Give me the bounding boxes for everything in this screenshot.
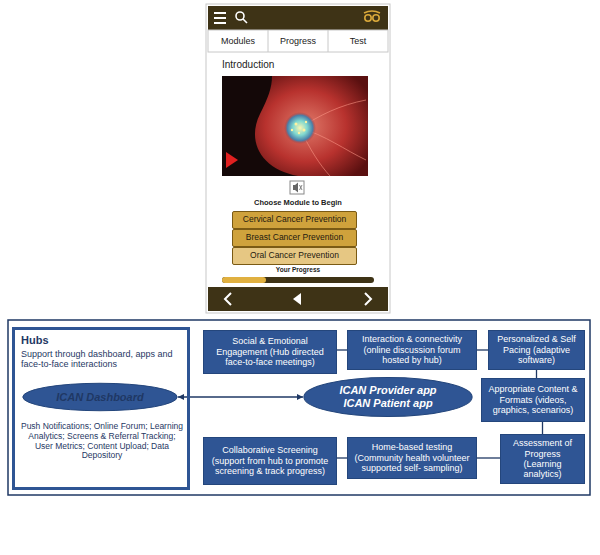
connector <box>536 370 537 378</box>
diagram-frame <box>8 320 590 495</box>
phone-frame <box>206 4 390 313</box>
hub-text: Push Notifications; Online Forum; Learni… <box>19 422 185 461</box>
progress-label: Your Progress <box>222 266 374 273</box>
tab-label: Progress <box>268 36 328 46</box>
node-text: Interaction & connectivity (online discu… <box>352 334 472 365</box>
node-text: Cervical Cancer Prevention <box>243 215 346 224</box>
node-text: Social & Emotional Engagement (Hub direc… <box>208 336 332 367</box>
tumor-cells <box>291 121 307 134</box>
play-icon <box>226 152 238 168</box>
tab-label: Modules <box>208 36 268 46</box>
connector <box>178 396 303 397</box>
progress-fill <box>222 277 266 283</box>
node-text: ICAN Dashboard <box>56 391 143 404</box>
app-footer-bar <box>208 287 388 311</box>
tab-row <box>208 30 388 52</box>
feature-box: Social & Emotional Engagement (Hub direc… <box>203 330 337 374</box>
node-text: ICAN Provider app <box>339 384 436 397</box>
node-text: Appropriate Content & Formats (videos, g… <box>486 384 580 415</box>
feature-box: Appropriate Content & Formats (videos, g… <box>481 378 585 422</box>
feature-box: Collaborative Screening (support from hu… <box>203 437 337 485</box>
connector <box>337 457 347 458</box>
tumor-illustration <box>284 112 316 144</box>
apps-ellipse: ICAN Provider appICAN Patient app <box>303 377 473 417</box>
progress-track <box>222 277 374 283</box>
speaker-icon <box>290 181 304 194</box>
node-text: Oral Cancer Prevention <box>250 251 339 260</box>
node-text: Breast Cancer Prevention <box>246 233 343 242</box>
module-button: Cervical Cancer Prevention <box>232 211 357 229</box>
video-frame <box>222 76 368 176</box>
node-text: ICAN Patient app <box>343 397 432 410</box>
tab-divider <box>328 30 329 52</box>
connector <box>477 457 500 458</box>
audio-icon <box>293 293 301 305</box>
connector <box>542 422 543 434</box>
connector <box>477 349 488 350</box>
feature-box: Home-based testing (Community health vol… <box>347 437 477 479</box>
back-icon <box>225 293 231 305</box>
ellipse-shape <box>304 377 472 416</box>
breast-illustration <box>255 76 368 176</box>
app-header-bar <box>208 6 388 30</box>
feature-box: Assessment of Progress (Learning analyti… <box>500 434 585 484</box>
node-text: Personalized & Self Pacing (adaptive sof… <box>493 334 580 365</box>
tab-divider <box>268 30 269 52</box>
ellipse-shape <box>23 383 177 410</box>
section-heading: Introduction <box>222 59 362 71</box>
node-text: Collaborative Screening (support from hu… <box>208 445 332 476</box>
module-button: Breast Cancer Prevention <box>232 229 357 247</box>
instruction-text: Choose Module to Begin <box>222 199 374 208</box>
hub-panel: ICAN Dashboard HubsSupport through dashbo… <box>12 327 190 490</box>
node-text: Assessment of Progress (Learning analyti… <box>505 438 580 479</box>
tab-label: Test <box>328 36 388 46</box>
dashboard-ellipse: ICAN Dashboard <box>22 383 178 411</box>
feature-box: Interaction & connectivity (online discu… <box>347 330 477 370</box>
search-icon <box>236 12 247 23</box>
connector <box>337 349 347 350</box>
app-logo-icon <box>364 11 380 21</box>
hub-text: Support through dashboard, apps and face… <box>21 349 183 370</box>
hub-title: Hubs <box>21 334 181 347</box>
feature-box: Personalized & Self Pacing (adaptive sof… <box>488 330 585 370</box>
menu-icon <box>214 13 226 23</box>
node-text: Home-based testing (Community health vol… <box>352 442 472 473</box>
module-button: Oral Cancer Prevention <box>232 247 357 265</box>
next-icon <box>365 293 371 305</box>
